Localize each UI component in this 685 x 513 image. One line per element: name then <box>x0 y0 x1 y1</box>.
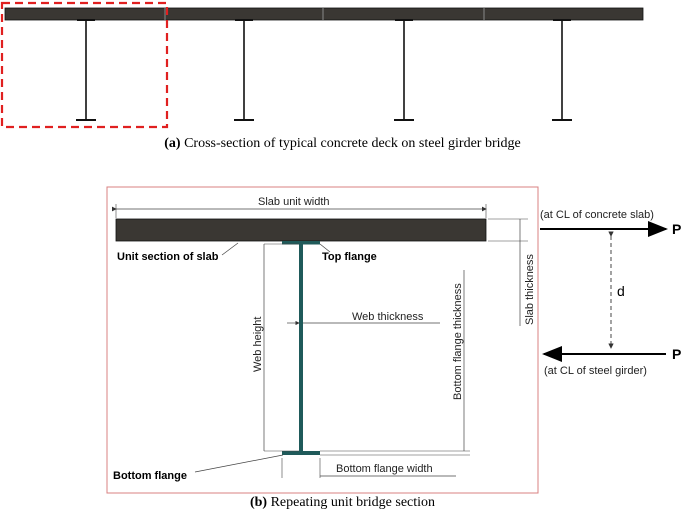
bottom-flange-label: Bottom flange <box>113 470 187 482</box>
unit-frame <box>106 186 539 494</box>
unit-section-detail: Slab unit width Slab thickness Unit sect… <box>106 186 539 494</box>
bottom-flange-thickness-label: Bottom flange thickness <box>452 283 464 400</box>
slab-centroid-note: (at CL of concrete slab) <box>540 209 654 221</box>
steel-girder-3 <box>394 19 414 121</box>
unit-section-of-slab-label: Unit section of slab <box>117 251 219 263</box>
unit-slab <box>115 218 487 242</box>
web-thickness-label: Web thickness <box>352 311 424 323</box>
steel-girder-4 <box>552 19 572 121</box>
concrete-deck <box>4 7 644 21</box>
steel-girder-2 <box>234 19 254 121</box>
caption-a-tag: (a) <box>164 136 181 151</box>
web-shape <box>299 244 303 451</box>
slab-unit-width-label: Slab unit width <box>258 196 330 208</box>
caption-b: (b) Repeating unit bridge section <box>0 495 685 511</box>
slab-thickness-label: Slab thickness <box>524 254 536 325</box>
bottom-force-label: P <box>672 346 681 362</box>
lever-arm-label: d <box>617 283 625 299</box>
web-height-label: Web height <box>252 317 264 372</box>
top-flange-shape <box>282 241 320 245</box>
top-force-label: P <box>672 221 681 237</box>
girder-centroid-note: (at CL of steel girder) <box>544 365 647 377</box>
caption-a-text: Cross-section of typical concrete deck o… <box>184 136 521 151</box>
bottom-flange-shape <box>282 451 320 455</box>
caption-b-tag: (b) <box>249 495 268 510</box>
steel-girder-1 <box>76 19 96 121</box>
caption-b-text: Repeating unit bridge section <box>270 495 436 510</box>
top-flange-label: Top flange <box>322 251 377 263</box>
caption-a: (a) Cross-section of typical concrete de… <box>0 136 685 152</box>
bridge-cross-section <box>0 1 644 129</box>
force-couple: (at CL of concrete slab) P d P (at CL of… <box>540 209 681 377</box>
bottom-flange-width-label: Bottom flange width <box>336 463 433 475</box>
repeating-unit-highlight <box>0 1 169 129</box>
